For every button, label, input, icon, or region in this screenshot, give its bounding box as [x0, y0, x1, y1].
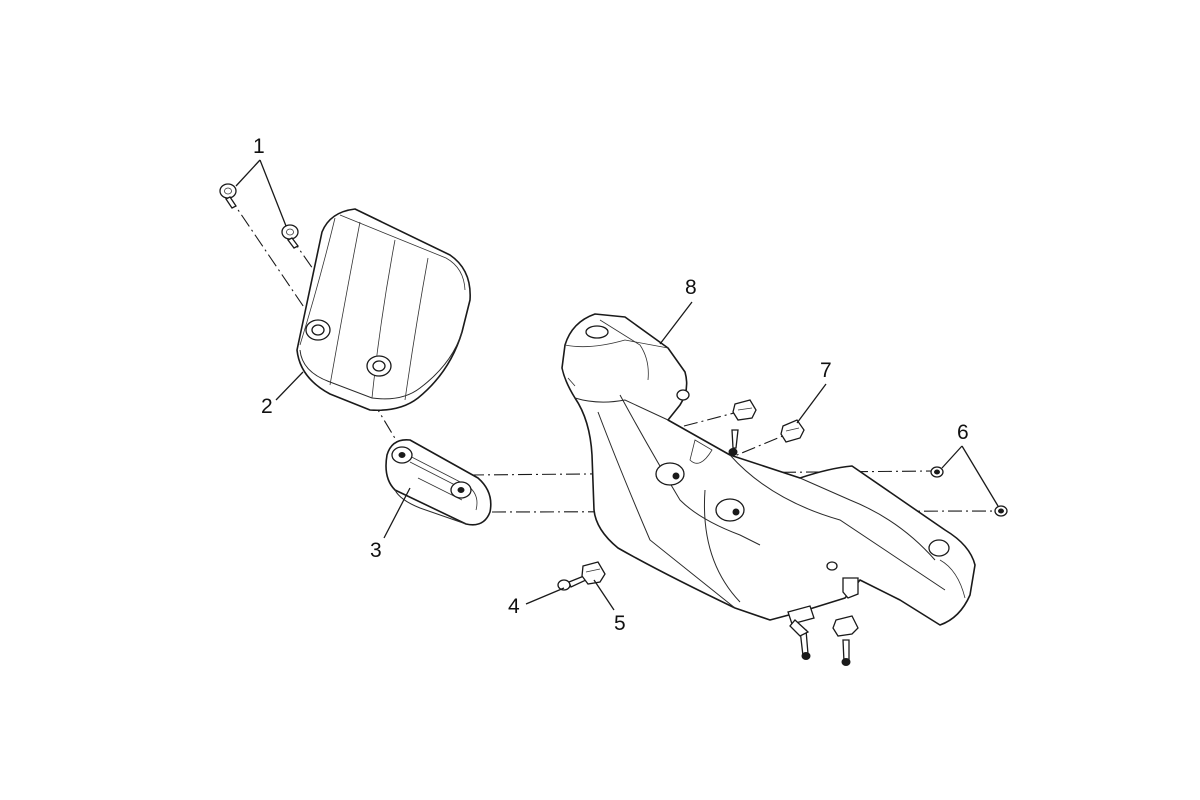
screw-part-4 — [557, 575, 587, 591]
clip-nut-7 — [780, 419, 805, 443]
screw-6b — [994, 505, 1008, 517]
callout-6: 6 — [957, 421, 969, 444]
leader-1b — [259, 159, 287, 227]
leader-8 — [659, 301, 693, 345]
screw-6a — [930, 466, 944, 478]
bracket — [385, 438, 492, 526]
axis-clip-upper — [683, 411, 739, 427]
callout-3: 3 — [370, 539, 382, 562]
callout-2: 2 — [261, 395, 273, 418]
leader-lines — [235, 159, 999, 611]
callout-1: 1 — [253, 135, 265, 158]
screw-upper-clip — [728, 429, 739, 456]
screw-1a — [219, 183, 237, 209]
screws-part-6 — [930, 466, 1008, 517]
leader-3 — [383, 487, 411, 539]
clip-part-5 — [581, 561, 606, 585]
leader-6b — [961, 445, 999, 507]
screws-part-1 — [219, 183, 299, 249]
leader-6a — [941, 445, 963, 469]
lower-clip-right — [832, 615, 859, 666]
axis-lower-bracket — [491, 510, 1001, 513]
callout-7: 7 — [820, 359, 832, 382]
handlebar-cover — [561, 313, 976, 626]
leader-2 — [275, 371, 304, 401]
callout-5: 5 — [614, 612, 626, 635]
front-cover — [296, 208, 471, 412]
screw-1b — [281, 224, 299, 249]
callout-4: 4 — [508, 595, 520, 618]
leader-1a — [235, 159, 261, 187]
clip-nut-upper — [732, 399, 757, 421]
lower-screw-left — [787, 605, 815, 660]
callout-labels: 1 2 3 4 5 6 7 8 — [253, 135, 969, 635]
leader-4 — [525, 587, 565, 605]
axis-screw-left — [227, 194, 317, 326]
callout-8: 8 — [685, 276, 697, 299]
leader-7 — [796, 383, 827, 424]
leader-5 — [593, 579, 615, 611]
